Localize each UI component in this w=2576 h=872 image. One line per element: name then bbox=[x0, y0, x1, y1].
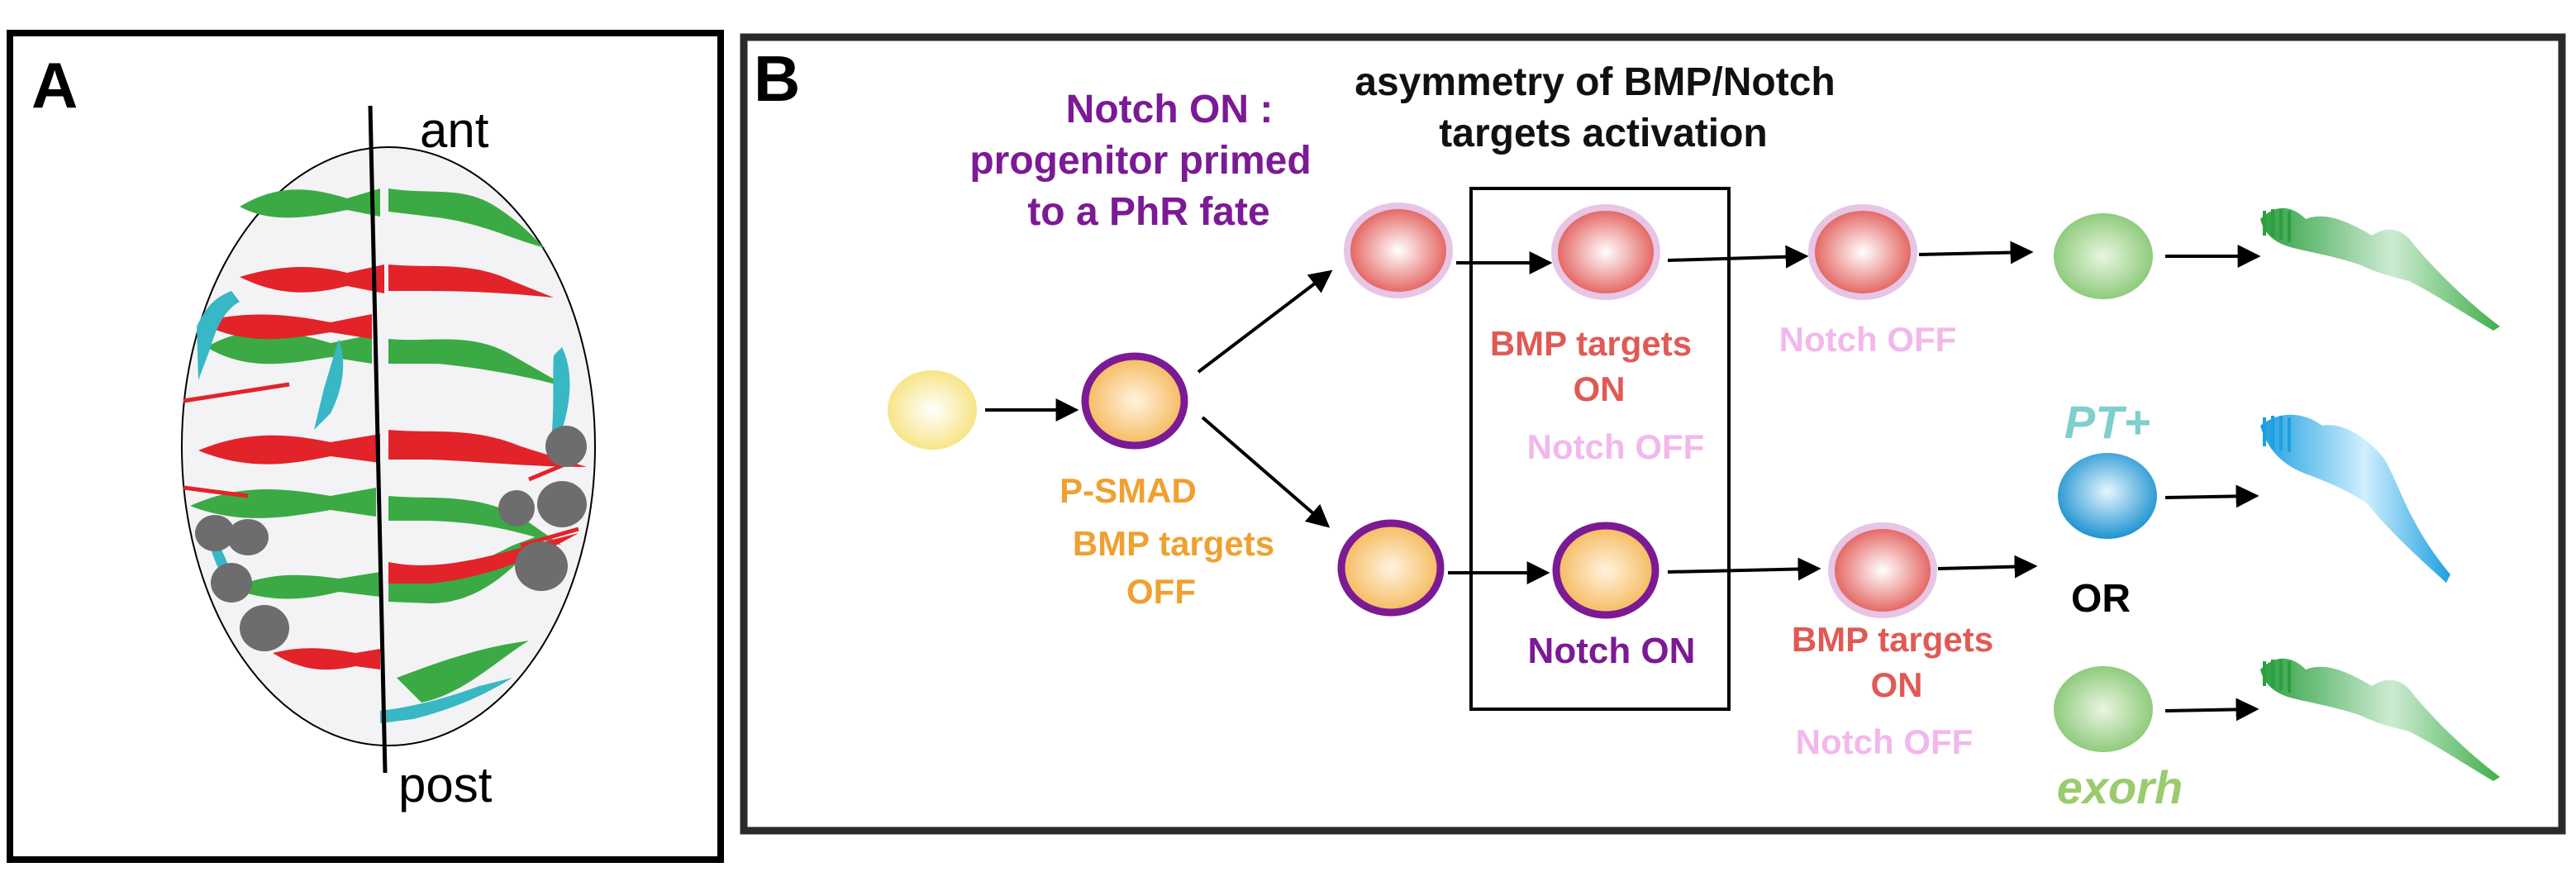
psmad-line3: OFF bbox=[1126, 572, 1196, 611]
lower-bmp-line1: BMP targets bbox=[1792, 620, 1993, 659]
arrow-top-3 bbox=[1918, 241, 2034, 264]
panel-a-frame bbox=[7, 30, 724, 863]
header-asymmetry: asymmetry of BMP/Notch targets activatio… bbox=[1355, 60, 1835, 155]
lower-notch-off: Notch OFF bbox=[1796, 722, 1974, 761]
header-notch-line1: Notch ON : bbox=[1066, 88, 1274, 131]
photoreceptor-green-bottom bbox=[2260, 658, 2500, 781]
grey-dots bbox=[195, 426, 587, 651]
header-notch-line3: to a PhR fate bbox=[1027, 190, 1269, 234]
panel-a-letter: A bbox=[31, 49, 78, 122]
ant-label: ant bbox=[420, 102, 489, 158]
arrow-blue bbox=[2164, 484, 2259, 508]
arrow-top-2 bbox=[1667, 245, 1809, 269]
box-top-label: BMP targets ON bbox=[1490, 324, 1692, 408]
arrow-progenitor-down bbox=[1201, 416, 1331, 528]
header-notch-primed: Notch ON : progenitor primed to a PhR fa… bbox=[969, 88, 1311, 234]
cell-top-3 bbox=[1808, 204, 1917, 300]
psmad-line2: BMP targets bbox=[1073, 524, 1274, 563]
arrows bbox=[985, 241, 2261, 722]
panel-b-frame bbox=[740, 33, 2566, 835]
red-lines bbox=[183, 382, 579, 548]
cell-blue bbox=[2058, 453, 2157, 539]
panel-b-letter: B bbox=[754, 42, 800, 115]
box-top-line1: BMP targets bbox=[1490, 324, 1692, 363]
red-cells bbox=[182, 264, 587, 670]
lower-bmp-label: BMP targets ON bbox=[1792, 620, 1993, 704]
embryo-axis bbox=[368, 105, 388, 774]
box-notch-off: Notch OFF bbox=[1527, 427, 1705, 466]
asymmetry-box bbox=[1469, 187, 1731, 711]
cell-bottom-2 bbox=[1552, 522, 1659, 619]
arrow-bottom-3 bbox=[1937, 555, 2038, 579]
arrow-bottom-green bbox=[2164, 698, 2259, 722]
or-label: OR bbox=[2071, 577, 2131, 621]
embryo bbox=[181, 105, 596, 774]
box-notch-on: Notch ON bbox=[1528, 631, 1696, 671]
photoreceptor-green-top bbox=[2260, 207, 2500, 331]
header-asym-line2: targets activation bbox=[1439, 112, 1767, 155]
psmad-line1: P-SMAD bbox=[1059, 471, 1197, 510]
cell-yellow bbox=[888, 370, 977, 450]
lower-bmp-line2: ON bbox=[1871, 665, 1923, 704]
cell-bottom-1 bbox=[1337, 519, 1445, 617]
cell-bottom-green bbox=[2054, 666, 2153, 752]
exorh-label: exorh bbox=[2057, 761, 2183, 813]
header-asym-line1: asymmetry of BMP/Notch bbox=[1355, 60, 1835, 104]
cell-progenitor bbox=[1081, 352, 1188, 450]
arrow-bottom-2 bbox=[1667, 557, 1821, 581]
pt-label: PT+ bbox=[2064, 396, 2150, 448]
post-label: post bbox=[398, 757, 493, 812]
cell-top-1 bbox=[1344, 203, 1453, 298]
arrow-progenitor-up bbox=[1197, 269, 1333, 374]
top-notch-off: Notch OFF bbox=[1779, 320, 1957, 359]
photoreceptor-blue bbox=[2260, 414, 2450, 583]
cell-bottom-3 bbox=[1828, 522, 1937, 618]
header-notch-line2: progenitor primed bbox=[969, 139, 1311, 183]
psmad-label: P-SMAD BMP targets OFF bbox=[1059, 471, 1274, 611]
green-cells bbox=[190, 188, 570, 703]
cell-top-2 bbox=[1551, 204, 1660, 300]
cell-top-green bbox=[2054, 213, 2153, 299]
box-top-line2: ON bbox=[1574, 369, 1626, 408]
